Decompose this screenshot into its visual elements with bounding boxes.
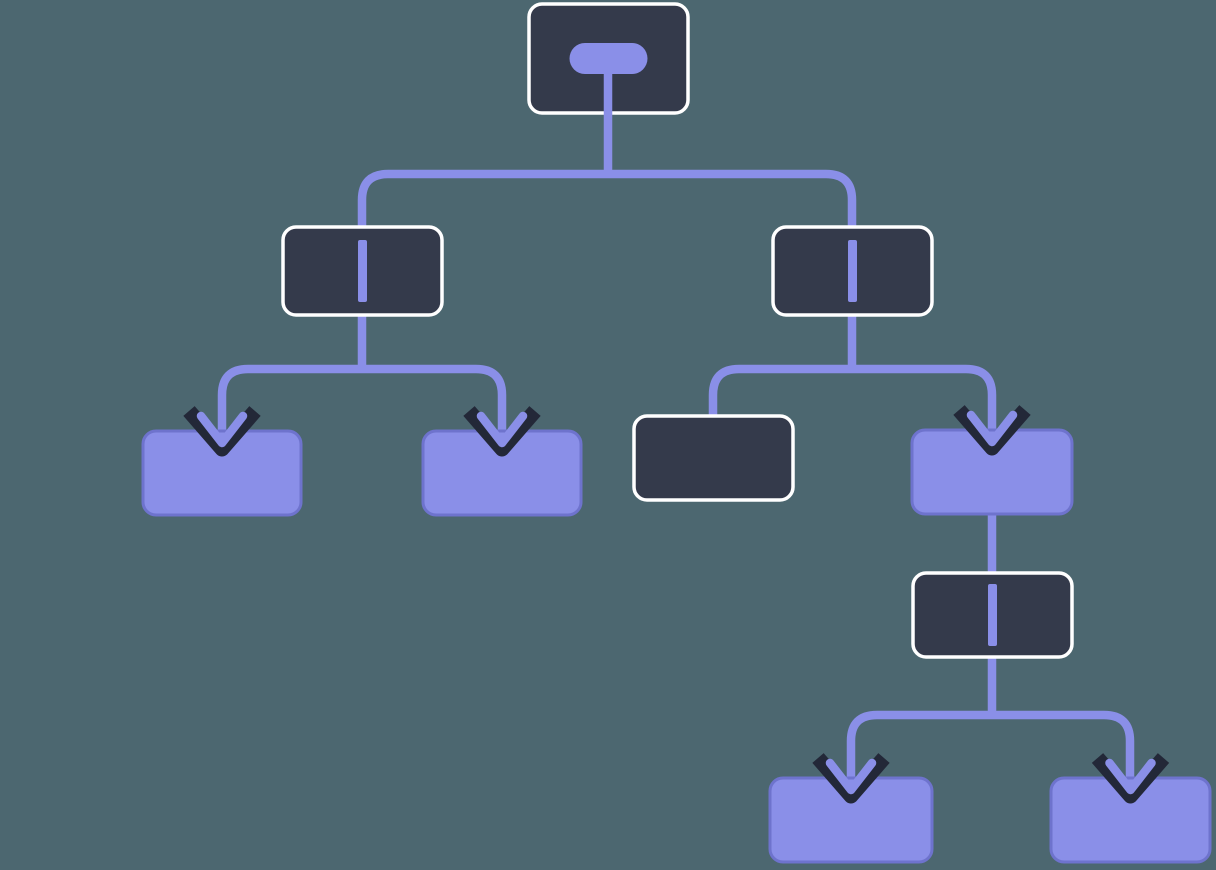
leaf-left-1[interactable]: [141, 429, 303, 517]
node-divider-bar: [358, 240, 367, 302]
root-pill-icon: [569, 43, 648, 74]
leaf-mid-dark: [632, 414, 795, 502]
leaf-bottom-2[interactable]: [1049, 776, 1212, 864]
arrow-down-icon: [966, 410, 1018, 447]
chevron-down-icon: [1091, 753, 1170, 804]
leaf-bottom-1[interactable]: [768, 776, 934, 864]
leaf-mid-purple[interactable]: [910, 428, 1074, 516]
chevron-down-icon: [183, 406, 261, 457]
arrow-down-icon: [196, 411, 248, 448]
arrow-down-icon: [1105, 758, 1156, 795]
edge-right-rail: [708, 364, 997, 442]
chevron-down-icon: [463, 406, 541, 457]
leaf-left-2[interactable]: [421, 429, 583, 517]
edge-bottom-rail: [846, 710, 1135, 790]
node-divider-bar: [988, 584, 997, 646]
arrow-down-icon: [825, 758, 877, 795]
chevron-down-icon: [953, 405, 1031, 456]
arrow-down-icon: [476, 411, 528, 448]
node-divider-bar: [848, 240, 857, 302]
edge-left-rail: [217, 364, 507, 443]
chevron-down-icon: [812, 753, 890, 804]
